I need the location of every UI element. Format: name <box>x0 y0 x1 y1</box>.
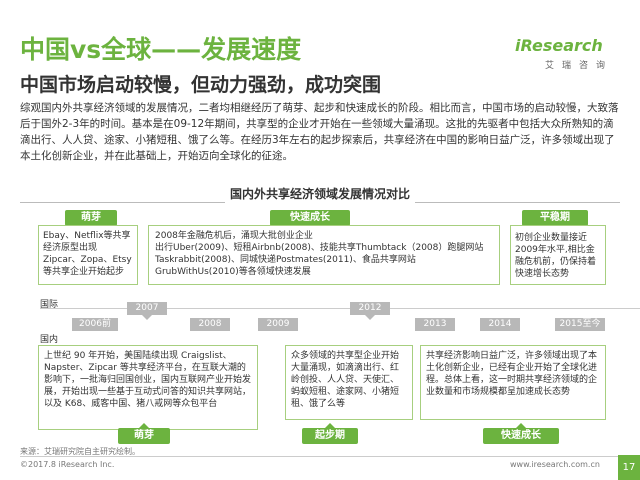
source-note: 来源：艾瑞研究院自主研究绘制。 <box>20 447 140 456</box>
intl-stage-box-plateau: 初创企业数量接近2009年水平,相比金融危机前，仍保持着快速增长态势 <box>510 225 606 285</box>
logo-subtext: 艾瑞咨询 <box>545 61 614 71</box>
logo-text: iResearch <box>515 36 603 55</box>
intl-stage-box-sprout: Ebay、Netflix等共享经济原型出现 Zipcar、Zopa、Etsy等共… <box>38 225 138 285</box>
year-2006: 2006前 <box>72 318 118 331</box>
section-divider-left <box>20 202 225 203</box>
intl-label: 国际 <box>40 300 59 310</box>
intl-stage-tag-fast-growth: 快速成长 <box>270 210 350 231</box>
year-2015: 2015至今 <box>555 318 605 331</box>
intro-paragraph: 综观国内外共享经济领域的发展情况，二者均相继经历了萌芽、起步和快速成长的阶段。相… <box>20 102 619 162</box>
domestic-stage-tag-sprout: 萌芽 <box>118 423 170 444</box>
domestic-stage-text-startup: 众多领域的共享型企业开始大量涌现，如滴滴出行、红岭创投、人人贷、天使汇、蚂蚁短租… <box>291 351 400 409</box>
domestic-stage-box-sprout: 上世纪 90 年开始，美国陆续出现 Craigslist、Napster、Zip… <box>38 345 258 430</box>
intl-stage-box-fast-growth: 2008年金融危机后，涌现大批创业企业 出行Uber(2009)、短租Airbn… <box>148 225 500 285</box>
intl-stage-text-sprout: Ebay、Netflix等共享经济原型出现 Zipcar、Zopa、Etsy等共… <box>43 231 132 277</box>
domestic-stage-box-fast-growth: 共享经济影响日益广泛，许多领域出现了本土化创新企业，已经有企业开始了全球化进程。… <box>420 345 606 420</box>
year-2013: 2013 <box>415 318 455 331</box>
domestic-stage-text-sprout: 上世纪 90 年开始，美国陆续出现 Craigslist、Napster、Zip… <box>44 351 252 409</box>
copyright: ©2017.8 iResearch Inc. <box>20 460 115 469</box>
domestic-stage-box-startup: 众多领域的共享型企业开始大量涌现，如滴滴出行、红岭创投、人人贷、天使汇、蚂蚁短租… <box>285 345 413 420</box>
timeline-axis <box>40 308 640 310</box>
page-subtitle: 中国市场启动较慢，但动力强劲，成功突围 <box>20 74 382 96</box>
iresearch-logo: iResearch 艾瑞咨询 <box>515 36 625 76</box>
domestic-stage-tag-startup: 起步期 <box>302 423 358 444</box>
domestic-stage-tag-fast-growth: 快速成长 <box>483 423 559 444</box>
year-2014: 2014 <box>480 318 520 331</box>
page-number: 17 <box>618 455 640 480</box>
year-2007: 2007 <box>127 302 167 320</box>
domestic-stage-text-fast-growth: 共享经济影响日益广泛，许多领域出现了本土化创新企业，已经有企业开始了全球化进程。… <box>426 351 598 397</box>
intl-stage-tag-sprout: 萌芽 <box>65 210 117 231</box>
year-2012: 2012 <box>350 302 390 320</box>
intl-stage-text-plateau: 初创企业数量接近2009年水平,相比金融危机前，仍保持着快速增长态势 <box>515 233 597 279</box>
intl-stage-text-fast-growth: 2008年金融危机后，涌现大批创业企业 出行Uber(2009)、短租Airbn… <box>155 231 484 277</box>
year-2008: 2008 <box>190 318 230 331</box>
domestic-label: 国内 <box>40 335 59 345</box>
section-divider-right <box>415 202 620 203</box>
intl-stage-tag-plateau: 平稳期 <box>522 210 588 231</box>
year-2009: 2009 <box>258 318 298 331</box>
page-title: 中国vs全球——发展速度 <box>20 35 302 64</box>
footer-divider <box>20 456 620 457</box>
section-title: 国内外共享经济领域发展情况对比 <box>229 187 410 201</box>
footer-url[interactable]: www.iresearch.com.cn <box>510 460 600 469</box>
